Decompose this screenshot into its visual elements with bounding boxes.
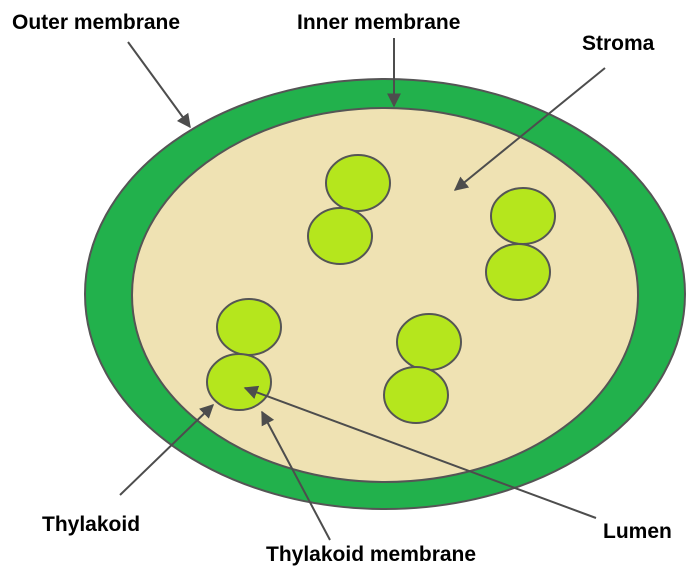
thylakoid xyxy=(308,208,372,264)
label-thylakoid-membrane: Thylakoid membrane xyxy=(266,544,476,565)
thylakoid xyxy=(491,188,555,244)
label-thylakoid: Thylakoid xyxy=(42,514,140,535)
label-stroma: Stroma xyxy=(582,33,654,54)
label-lumen: Lumen xyxy=(603,521,672,542)
thylakoid xyxy=(217,299,281,355)
thylakoid xyxy=(384,367,448,423)
thylakoid xyxy=(486,244,550,300)
label-outer-membrane: Outer membrane xyxy=(12,12,180,33)
thylakoid xyxy=(397,314,461,370)
stroma-region xyxy=(132,108,638,482)
thylakoid xyxy=(326,155,390,211)
arrow-outer-membrane xyxy=(128,42,190,127)
label-inner-membrane: Inner membrane xyxy=(297,12,460,33)
thylakoid xyxy=(207,354,271,410)
